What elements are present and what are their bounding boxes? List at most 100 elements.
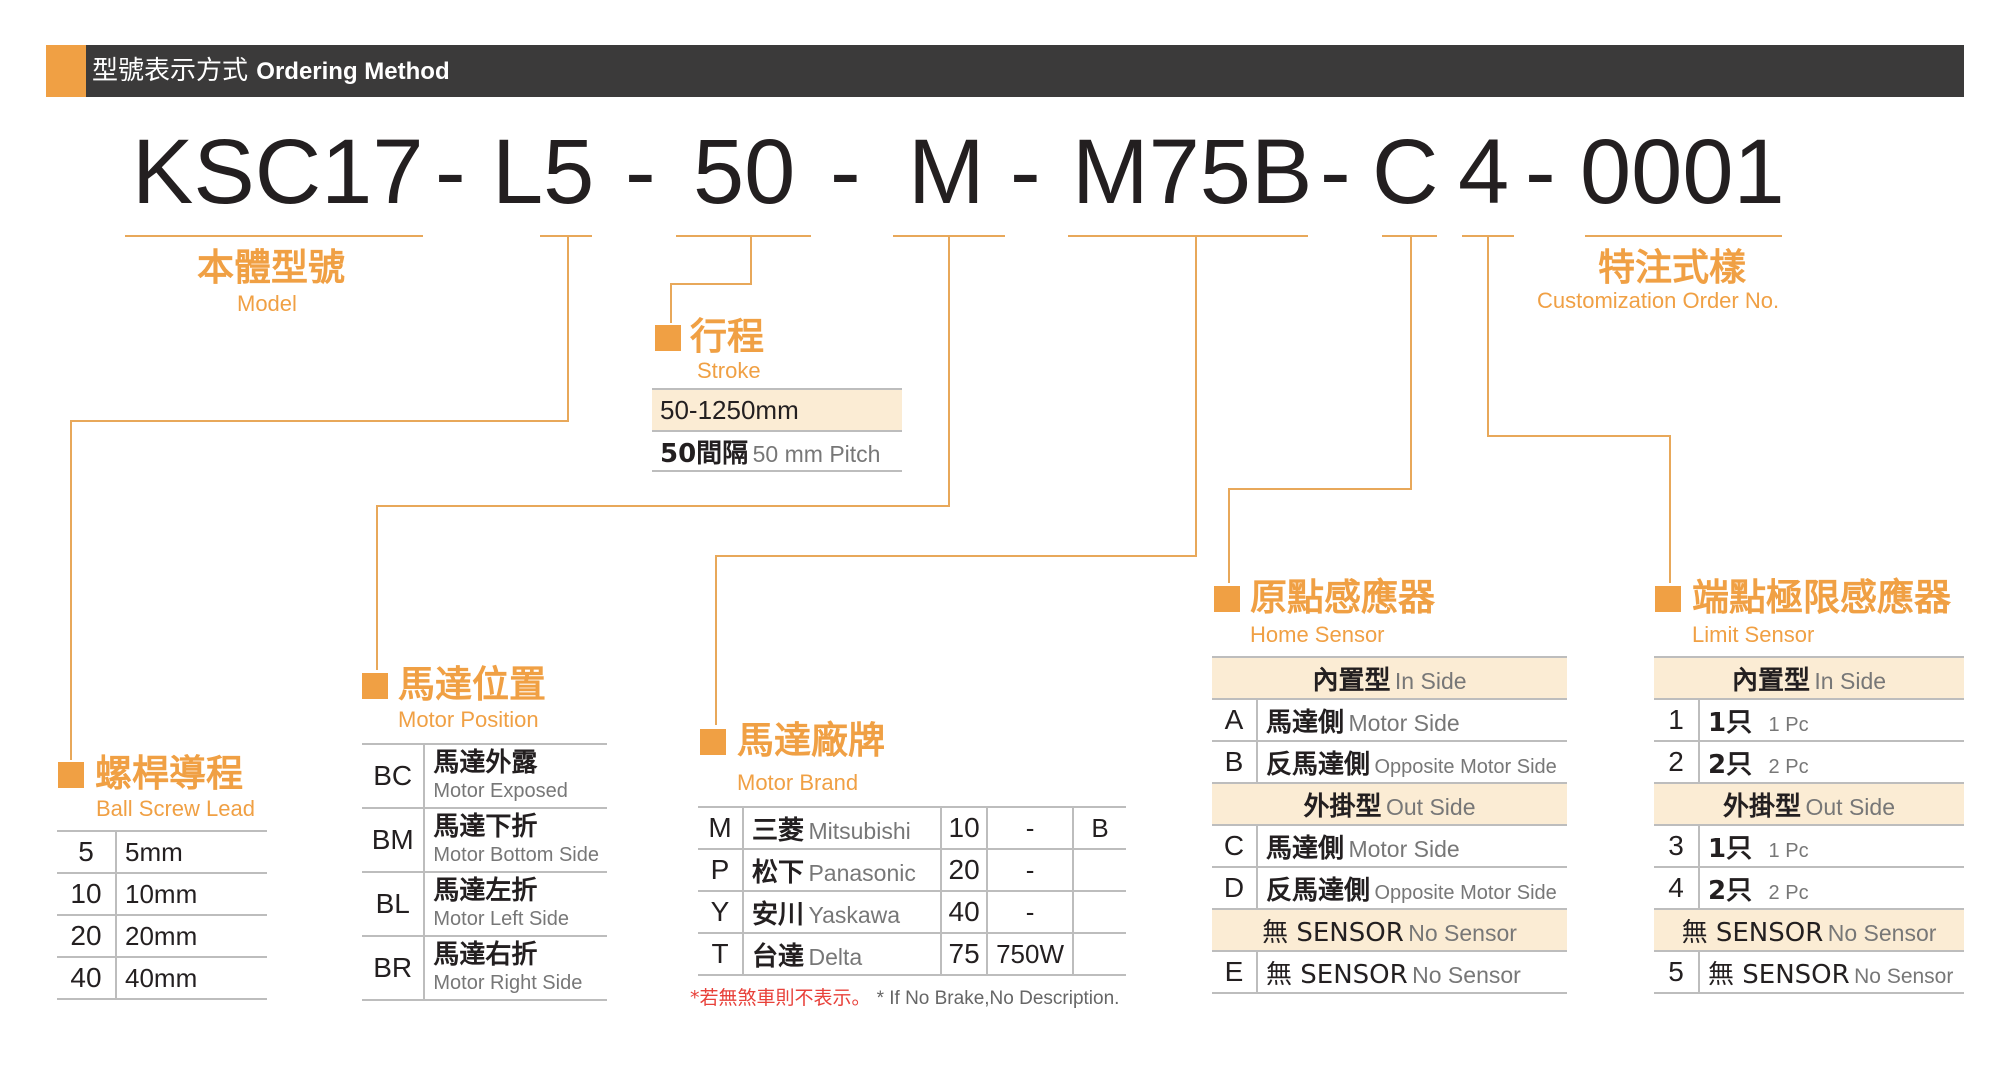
table-row: BL 馬達左折 Motor Left Side [362,872,607,937]
model-title-zh: 本體型號 [197,246,345,289]
home-en: Motor Side [1348,709,1460,736]
code-sep-4: - [1010,121,1041,223]
motorpos-table: BC 馬達外露 Motor Exposed BM 馬達下折 Motor Bott… [362,743,607,1001]
lead-key: 40 [57,957,117,1000]
brand-title-zh: 馬達廠牌 [737,719,885,762]
stroke-range-row: 50-1250mm [652,388,902,432]
stroke-pitch-en: 50 mm Pitch [752,440,881,467]
header-bar [46,45,1964,97]
code-motor: M75B [1072,121,1313,223]
brand-key: M [698,806,744,850]
brand-en: Delta [808,943,863,970]
table-row: T 台達 Delta 75 750W [698,933,1126,976]
home-desc: 反馬達側 Opposite Motor Side [1257,867,1567,910]
lead-value: 40mm [116,957,267,1000]
stroke-title-en: Stroke [697,358,761,383]
connector-brand-v1 [1195,235,1197,557]
limit-desc: 2只 2 Pc [1699,741,1964,784]
home-desc: 無 SENSOR No Sensor [1257,951,1567,994]
stroke-range: 50-1250mm [652,388,902,432]
connector-limit-h [1487,435,1671,437]
home-en: Opposite Motor Side [1374,755,1557,778]
limit-out-en: Out Side [1805,793,1895,820]
lead-title-zh: 螺桿導程 [95,752,243,795]
header-title: 型號表示方式 Ordering Method [92,52,450,91]
home-out-zh: 外掛型 [1303,791,1382,822]
home-desc: 反馬達側 Opposite Motor Side [1257,741,1567,784]
connector-lead-h [70,420,569,422]
brake-note-zh: *若無煞車則不表示。 [690,987,871,1009]
limit-title-en: Limit Sensor [1692,622,1815,647]
home-desc: 馬達側 Motor Side [1257,825,1567,868]
brand-zh: 台達 [752,941,805,972]
brand-zh: 松下 [752,857,805,888]
limit-desc: 2只 2 Pc [1699,867,1964,910]
limit-key: 1 [1654,699,1700,742]
header-accent [46,45,86,97]
limit-none-en: No Sensor [1827,919,1937,946]
code-sep-2: - [625,121,656,223]
brake-key [1073,933,1126,976]
watt-value: - [987,806,1074,850]
motorpos-zh: 馬達下折 [433,812,538,842]
brand-en: Mitsubishi [808,817,911,844]
lead-bullet [58,762,84,788]
motorpos-zh: 馬達左折 [433,876,538,906]
code-home-sensor: C [1372,121,1439,223]
connector-motorpos-v1 [948,235,950,507]
underline-stroke [676,235,811,237]
code-stroke: 50 [693,121,796,223]
limit-in-header-cell: 內置型 In Side [1654,656,1964,700]
home-zh: 無 SENSOR [1266,959,1408,990]
motorpos-bullet [362,673,388,699]
motorpos-en: Motor Left Side [433,908,569,930]
limit-desc: 1只 1 Pc [1699,699,1964,742]
connector-motorpos-v2 [376,505,378,670]
limit-table: 內置型 In Side 1 1只 1 Pc 2 2只 2 Pc 外掛型 Out … [1654,656,1964,994]
code-sep-1: - [435,121,466,223]
connector-stroke-v2 [670,283,672,323]
home-none-header-cell: 無 SENSOR No Sensor [1212,909,1567,952]
limit-en: 2 Pc [1768,755,1809,778]
brand-name: 松下 Panasonic [743,849,943,892]
home-in-header: 內置型 In Side [1212,656,1567,700]
home-key: D [1212,867,1258,910]
home-key: E [1212,951,1258,994]
limit-zh: 2只 [1708,875,1753,906]
connector-lead-v1 [567,235,569,422]
brand-name: 三菱 Mitsubishi [743,806,943,850]
limit-desc: 無 SENSOR No Sensor [1699,951,1964,994]
connector-brand-h [715,555,1197,557]
table-row: M 三菱 Mitsubishi 10 - B [698,806,1126,850]
limit-in-en: In Side [1814,667,1887,694]
brand-name: 台達 Delta [743,933,943,976]
code-model: KSC17 [132,121,424,223]
brake-note-en: * If No Brake,No Description. [876,988,1120,1009]
limit-bullet [1655,586,1681,612]
underline-model [125,235,423,237]
table-row: 20 20mm [57,915,267,958]
limit-in-zh: 內置型 [1731,665,1810,696]
table-row: BC 馬達外露 Motor Exposed [362,743,607,809]
brand-key: T [698,933,744,976]
home-zh: 馬達側 [1266,707,1345,738]
code-sep-3: - [830,121,861,223]
underline-custom [1585,235,1782,237]
home-none-header: 無 SENSOR No Sensor [1212,909,1567,952]
limit-zh: 1只 [1708,707,1753,738]
watt-value: - [987,849,1074,892]
watt-key: 20 [941,849,989,892]
table-row: 5 無 SENSOR No Sensor [1654,951,1964,994]
lead-value: 5mm [116,830,267,874]
watt-key: 75 [941,933,989,976]
home-en: Motor Side [1348,835,1460,862]
table-row: 10 10mm [57,873,267,916]
home-en: Opposite Motor Side [1374,881,1557,904]
limit-en: 1 Pc [1768,713,1809,736]
home-in-en: In Side [1394,667,1467,694]
home-zh: 馬達側 [1266,833,1345,864]
table-row: 1 1只 1 Pc [1654,699,1964,742]
table-row: C 馬達側 Motor Side [1212,825,1567,868]
home-table: 內置型 In Side A 馬達側 Motor Side B 反馬達側 Oppo… [1212,656,1567,994]
table-row: BR 馬達右折 Motor Right Side [362,936,607,1001]
